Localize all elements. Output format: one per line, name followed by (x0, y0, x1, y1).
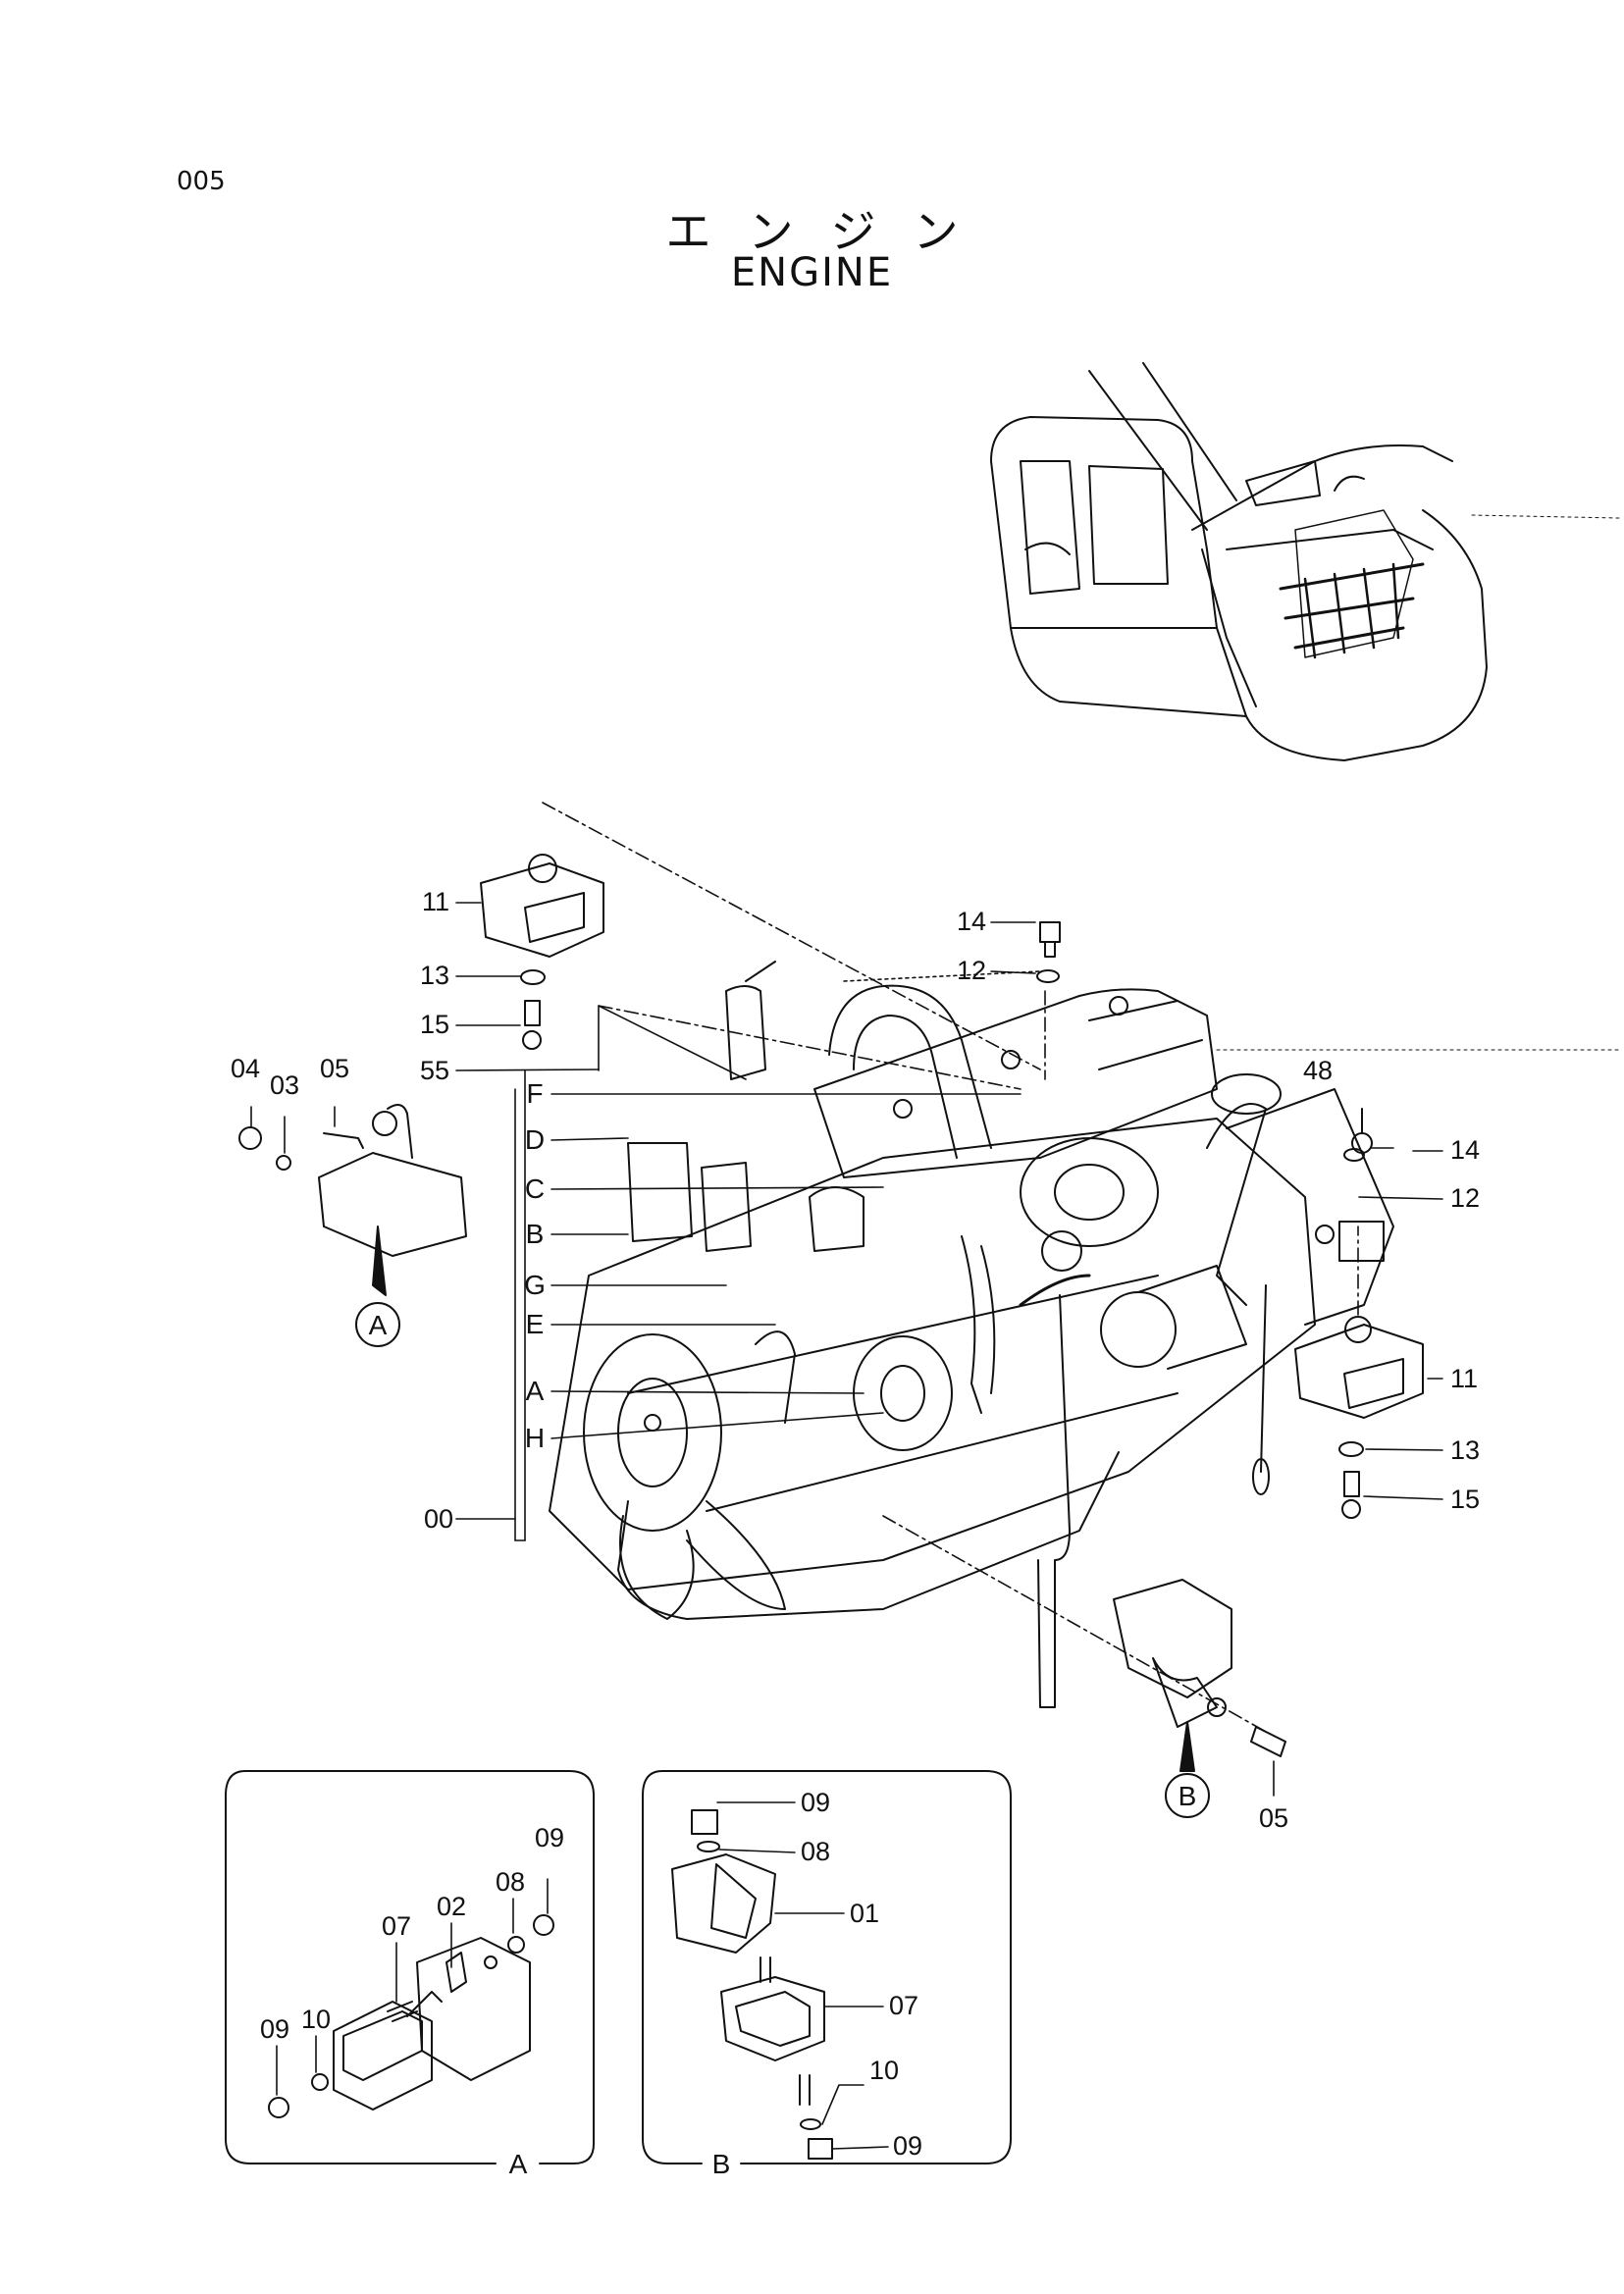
letter-e: E (526, 1309, 545, 1339)
main-callout-labels: 11 13 15 55 04 03 05 00 14 12 48 14 12 1… (231, 887, 1480, 1833)
letter-d: D (525, 1124, 545, 1155)
detail-b-leaders (716, 1801, 889, 2150)
sub-assembly-letters: F D C B G E A H (524, 1078, 546, 1453)
detail-b-callout-07: 07 (889, 1991, 918, 2020)
detail-a-callout-02: 02 (437, 1892, 466, 1921)
detail-a-callout-09-top: 09 (535, 1823, 564, 1852)
detail-b-callout-09-bottom: 09 (893, 2131, 922, 2161)
svg-text:B: B (1179, 1781, 1197, 1811)
callout-04: 04 (231, 1054, 260, 1083)
callout-leaders (250, 802, 1620, 1797)
mount-bracket-front-left (238, 1104, 467, 1296)
callout-03: 03 (270, 1070, 299, 1100)
callout-12-top: 12 (957, 956, 986, 985)
detail-a-labels: 02 08 09 07 10 09 A (260, 1823, 564, 2179)
detail-marker-a: A (355, 1302, 400, 1347)
letter-g: G (524, 1270, 546, 1300)
detail-b-callout-08: 08 (801, 1837, 830, 1866)
callout-14-top: 14 (957, 907, 986, 936)
detail-b-name: B (712, 2149, 731, 2179)
callout-14-right: 14 (1450, 1135, 1480, 1165)
callout-48: 48 (1303, 1056, 1333, 1085)
callout-11-right: 11 (1450, 1364, 1478, 1393)
bolt-14-top (1036, 921, 1061, 983)
callout-15-left: 15 (420, 1010, 449, 1039)
title-japanese: エンジン (665, 205, 996, 258)
callout-00: 00 (424, 1504, 453, 1534)
detail-b-callout-01: 01 (850, 1899, 879, 1928)
title-english: ENGINE (730, 250, 894, 295)
detail-a-parts (268, 1914, 554, 2118)
detail-b-labels: 09 08 01 07 10 09 B (712, 1788, 922, 2179)
callout-11-left: 11 (422, 887, 449, 916)
mount-bracket-front-right (1113, 1579, 1286, 1772)
detail-a-frame (225, 1770, 595, 2164)
detail-a-callout-08: 08 (496, 1867, 525, 1897)
callout-55: 55 (420, 1056, 449, 1085)
detail-b-callout-09-top: 09 (801, 1788, 830, 1817)
detail-b-callout-10: 10 (869, 2056, 899, 2085)
letter-c: C (525, 1173, 545, 1204)
detail-a-name: A (509, 2149, 528, 2179)
detail-a-callout-07: 07 (382, 1911, 411, 1941)
detail-b-frame (642, 1770, 1012, 2164)
detail-a-callout-09-bottom: 09 (260, 2014, 289, 2044)
letter-f: F (526, 1078, 543, 1109)
mount-bracket-right-top (1294, 1108, 1424, 1519)
callout-12-right: 12 (1450, 1183, 1480, 1213)
detail-a-leaders (276, 1878, 549, 2096)
page-number: 005 (177, 167, 226, 196)
callout-13-left: 13 (420, 961, 449, 990)
callout-05-bottom: 05 (1259, 1803, 1288, 1833)
letter-h: H (525, 1423, 545, 1453)
callout-13-right: 13 (1450, 1435, 1480, 1465)
callout-05-left: 05 (320, 1054, 349, 1083)
letter-b: B (526, 1219, 545, 1249)
detail-marker-b: B (1165, 1773, 1210, 1818)
detail-a-callout-10: 10 (301, 2005, 331, 2034)
excavator-locator-illustration (990, 362, 1620, 761)
callout-15-right: 15 (1450, 1485, 1480, 1514)
letter-a: A (526, 1376, 545, 1406)
detail-b-parts (671, 1809, 833, 2160)
engine-assembly-illustration (549, 961, 1394, 1708)
svg-text:A: A (369, 1310, 388, 1340)
mount-bracket-rear-top (480, 854, 604, 1050)
